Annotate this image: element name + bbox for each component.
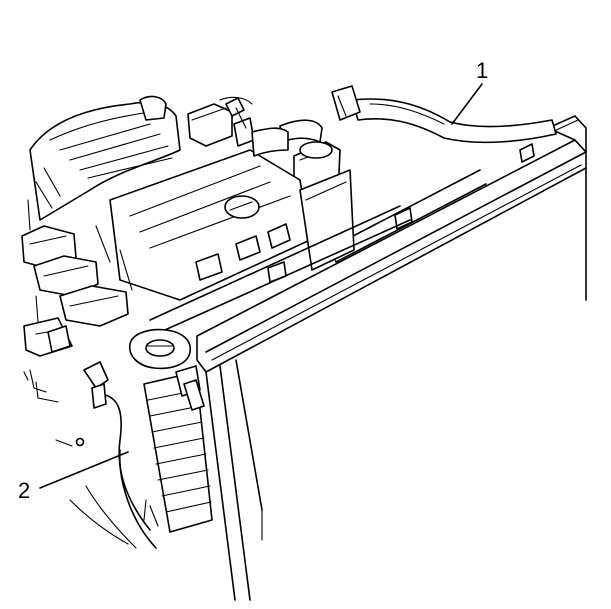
misc-parts: [23, 325, 109, 447]
callout-1: 1: [451, 58, 488, 125]
callout-2: 2: [18, 451, 129, 503]
engine-block: [29, 95, 411, 335]
callout-label-1: 1: [476, 58, 488, 83]
lower-radiator-hose: [69, 328, 213, 549]
callout-leader-2: [39, 451, 129, 489]
radiator: [196, 115, 587, 601]
callout-label-2: 2: [18, 478, 30, 503]
callout-leader-1: [451, 83, 483, 125]
engine-left-side: [21, 199, 133, 357]
